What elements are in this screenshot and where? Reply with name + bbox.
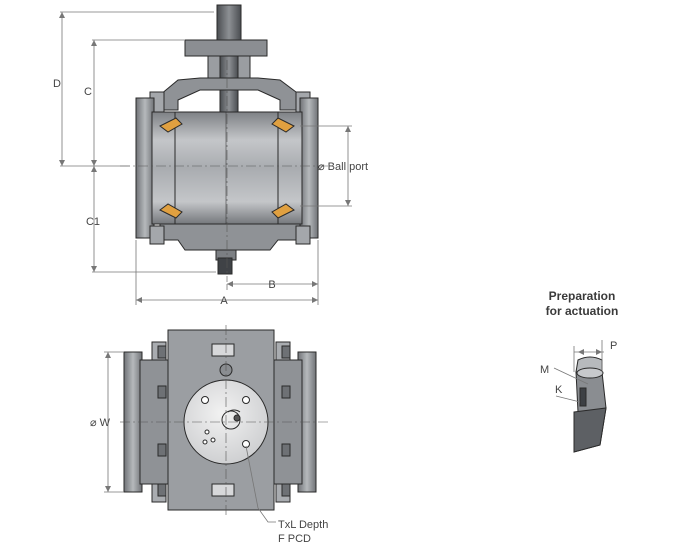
callout-f-pcd: F PCD xyxy=(278,533,311,545)
callout-txl-depth: TxL Depth xyxy=(278,519,328,531)
seat-top-left xyxy=(159,117,183,133)
dim-label-M: M xyxy=(540,364,549,376)
dim-label-K: K xyxy=(555,384,563,396)
dim-label-D: D xyxy=(53,78,61,90)
stem-detail xyxy=(553,340,607,453)
dim-label-W: ⌀ W xyxy=(90,417,111,429)
drain-plug xyxy=(217,257,233,275)
dim-label-ball-port: ⌀ Ball port xyxy=(318,161,368,173)
detail-title-line1: Preparation xyxy=(549,289,616,303)
stem-top xyxy=(216,4,242,46)
dim-label-C: C xyxy=(84,86,92,98)
section-view xyxy=(120,4,330,282)
bolt-bottom-right xyxy=(295,225,311,245)
seat-bottom-left xyxy=(159,203,183,219)
dim-label-B: B xyxy=(268,279,275,291)
plan-view xyxy=(120,325,330,515)
dimension-lines-ball-port xyxy=(300,125,352,207)
seat-top-right xyxy=(271,117,295,133)
dimension-lines-left xyxy=(59,11,216,273)
dimension-lines-bottom xyxy=(135,240,319,305)
stem-face xyxy=(576,367,604,379)
dim-label-C1: C1 xyxy=(86,216,100,228)
dim-label-A: A xyxy=(220,295,228,307)
flange-left xyxy=(135,97,155,239)
dim-label-P: P xyxy=(610,340,617,352)
mounting-flange xyxy=(184,39,268,57)
stem-key xyxy=(579,387,587,407)
detail-title-line2: for actuation xyxy=(546,304,619,318)
callout-leader xyxy=(245,445,276,523)
flange-right xyxy=(299,97,319,239)
bonnet xyxy=(159,77,301,111)
dimension-lines-W xyxy=(104,351,124,493)
stem-ring xyxy=(221,410,241,430)
bottom-cover xyxy=(159,223,301,251)
seat-bottom-right xyxy=(271,203,295,219)
plan-slot-bottom xyxy=(211,483,235,497)
plan-slot-top xyxy=(211,343,235,357)
bolt-bottom-left xyxy=(149,225,165,245)
